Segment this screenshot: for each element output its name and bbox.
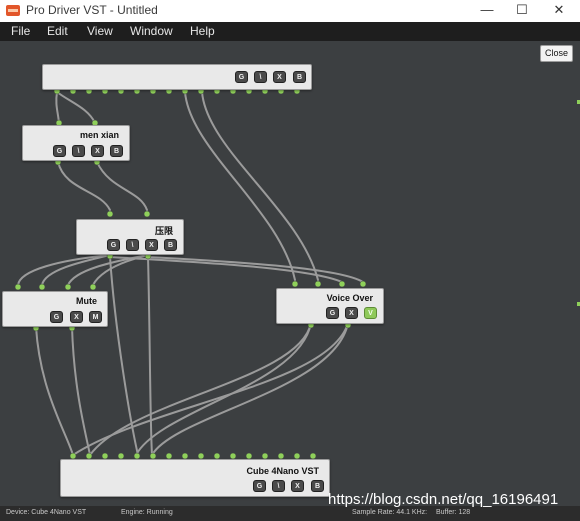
group-button[interactable]: G	[107, 239, 120, 251]
port	[143, 210, 151, 218]
wire	[92, 254, 149, 286]
input-node[interactable]: G \ X B	[42, 64, 312, 90]
device-status: Device: Cube 4Nano VST	[6, 509, 87, 516]
b-button[interactable]: B	[311, 480, 324, 492]
wire	[89, 322, 312, 456]
node-title: Cube 4Nano VST	[246, 466, 319, 476]
remove-button[interactable]: X	[70, 311, 83, 323]
port	[291, 280, 299, 288]
wire	[109, 256, 343, 283]
node-title: men xian	[79, 130, 119, 140]
remove-button[interactable]: X	[345, 307, 358, 319]
wire	[57, 161, 111, 211]
wire	[71, 326, 91, 456]
bypass-button[interactable]: \	[272, 480, 285, 492]
engine-status: Engine: Running	[121, 509, 173, 516]
group-button[interactable]: G	[235, 71, 248, 83]
wire	[56, 91, 96, 124]
remove-button[interactable]: X	[273, 71, 286, 83]
bypass-button[interactable]: \	[72, 145, 85, 157]
b-button[interactable]: B	[293, 71, 306, 83]
wire	[17, 254, 111, 286]
close-button[interactable]: Close	[540, 45, 573, 62]
port	[106, 210, 114, 218]
menu-bar: File Edit View Window Help	[0, 22, 580, 41]
remove-button[interactable]: X	[145, 239, 158, 251]
menu-edit[interactable]: Edit	[47, 24, 68, 38]
close-window-button[interactable]: ✕	[553, 2, 565, 17]
wire	[151, 322, 349, 456]
b-button[interactable]: B	[110, 145, 123, 157]
minimize-button[interactable]: —	[480, 2, 494, 17]
wire	[147, 256, 153, 456]
wire	[72, 322, 349, 456]
limiter-node[interactable]: 压限 G \ X B	[76, 219, 184, 255]
menu-help[interactable]: Help	[190, 24, 215, 38]
wire	[41, 254, 111, 286]
mute-button[interactable]: M	[89, 311, 102, 323]
remove-button[interactable]: X	[291, 480, 304, 492]
port	[38, 283, 46, 291]
window-title: Pro Driver VST - Untitled	[26, 3, 158, 17]
routing-canvas[interactable]	[0, 41, 580, 506]
wire	[147, 256, 364, 283]
wire	[55, 91, 60, 124]
menxian-node[interactable]: men xian G \ X B	[22, 125, 130, 161]
watermark: https://blog.csdn.net/qq_16196491	[328, 491, 559, 508]
bypass-button[interactable]: \	[254, 71, 267, 83]
sample-rate-status: Sample Rate: 44.1 KHz:	[352, 509, 428, 516]
offscreen-port-indicator	[577, 100, 580, 104]
port	[314, 280, 322, 288]
status-bar: Device: Cube 4Nano VST Engine: Running S…	[0, 506, 580, 521]
node-title: Mute	[76, 296, 97, 306]
wire	[35, 326, 74, 456]
port	[359, 280, 367, 288]
wire	[96, 161, 148, 211]
app-logo-icon	[6, 5, 20, 16]
title-bar: Pro Driver VST - Untitled — ☐ ✕	[0, 0, 580, 22]
b-button[interactable]: B	[164, 239, 177, 251]
buffer-status: Buffer: 128	[436, 509, 471, 516]
wire	[109, 256, 139, 456]
mute-node[interactable]: Mute G X M	[2, 291, 108, 327]
voiceover-node[interactable]: Voice Over G X V	[276, 288, 384, 324]
menu-file[interactable]: File	[11, 24, 31, 38]
maximize-button[interactable]: ☐	[516, 2, 528, 17]
offscreen-port-indicator	[577, 302, 580, 306]
bypass-button[interactable]: \	[126, 239, 139, 251]
node-title: 压限	[154, 226, 173, 236]
port	[89, 283, 97, 291]
menu-window[interactable]: Window	[130, 24, 173, 38]
remove-button[interactable]: X	[91, 145, 104, 157]
port	[64, 283, 72, 291]
port	[338, 280, 346, 288]
voice-button[interactable]: V	[364, 307, 377, 319]
group-button[interactable]: G	[253, 480, 266, 492]
group-button[interactable]: G	[50, 311, 63, 323]
wire	[184, 91, 296, 281]
group-button[interactable]: G	[326, 307, 339, 319]
wire	[201, 91, 319, 281]
port	[14, 283, 22, 291]
node-title: Voice Over	[326, 293, 373, 303]
menu-view[interactable]: View	[87, 24, 113, 38]
output-node[interactable]: Cube 4Nano VST G \ X B	[60, 459, 330, 497]
wire	[135, 322, 312, 456]
group-button[interactable]: G	[53, 145, 66, 157]
